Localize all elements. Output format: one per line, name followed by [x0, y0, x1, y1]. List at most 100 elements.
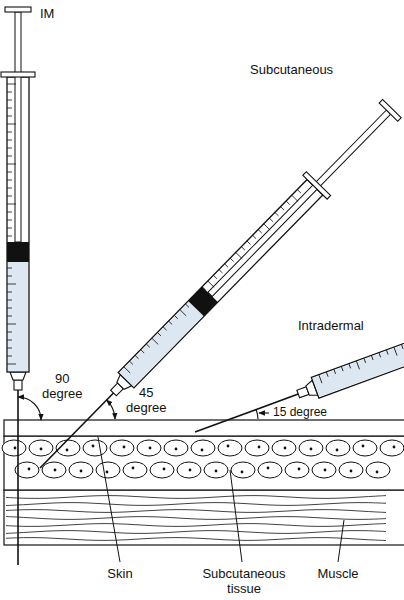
cell-nucleus: [241, 471, 244, 474]
muscle-fibre: [6, 517, 386, 520]
cell-nucleus: [227, 445, 230, 448]
label: 15 degree: [272, 406, 328, 419]
plunger-stopper: [7, 242, 29, 262]
cell-nucleus: [258, 446, 261, 449]
graduation-mark: [286, 201, 290, 204]
cell-nucleus: [298, 468, 301, 471]
cell-nucleus: [132, 467, 135, 470]
angle-arc: [18, 397, 41, 420]
label: Muscle: [317, 566, 358, 581]
graduation-mark: [7, 172, 12, 173]
graduation-mark: [135, 355, 139, 358]
graduation-mark: [208, 281, 214, 287]
label: Skin: [107, 566, 132, 581]
fat-cell: [204, 462, 228, 478]
fat-cell: [110, 440, 134, 456]
graduation-mark: [401, 344, 403, 349]
plunger-rod: [15, 12, 21, 242]
graduation-mark: [7, 308, 12, 309]
graduation-mark: [275, 212, 279, 215]
graduation-mark: [7, 188, 12, 189]
cell-nucleus: [40, 448, 43, 451]
cell-nucleus: [189, 469, 192, 472]
cell-nucleus: [324, 469, 327, 472]
fat-cell: [137, 440, 161, 456]
fat-cell: [245, 440, 269, 456]
fat-cell: [29, 440, 53, 456]
cell-nucleus: [310, 448, 313, 451]
fat-cell: [69, 462, 93, 478]
graduation-mark: [174, 315, 178, 318]
graduation-mark: [253, 235, 257, 238]
label: Subcutaneous tissue: [202, 566, 285, 596]
graduation-mark: [7, 364, 16, 365]
label: Subcutaneous: [250, 62, 333, 77]
muscle-fibre: [6, 510, 386, 513]
graduation-mark: [379, 353, 381, 358]
graduation-mark: [7, 100, 12, 101]
graduation-mark: [7, 148, 12, 149]
graduation-mark: [386, 350, 388, 355]
cell-nucleus: [123, 446, 126, 449]
graduation-mark: [185, 304, 189, 307]
fat-cell: [123, 462, 147, 478]
cell-nucleus: [28, 468, 31, 471]
cell-nucleus: [80, 470, 83, 473]
intradermal-syringe: [191, 302, 404, 443]
graduation-mark: [371, 355, 373, 360]
fat-cell: [164, 440, 188, 456]
graduation-mark: [236, 252, 242, 258]
graduation-mark: [7, 276, 12, 277]
graduation-mark: [157, 332, 161, 335]
fat-cell: [218, 440, 242, 456]
graduation-mark: [341, 366, 343, 371]
fat-cell: [339, 462, 363, 478]
angle-pointer: [259, 412, 269, 413]
muscle-fibre: [6, 531, 386, 534]
angle-arc: [107, 400, 115, 419]
graduation-mark: [7, 348, 12, 349]
cell-nucleus: [149, 447, 152, 450]
graduation-mark: [7, 292, 12, 293]
cell-nucleus: [350, 470, 353, 473]
graduation-mark: [349, 364, 351, 369]
needle: [40, 393, 113, 468]
graduation-mark: [7, 116, 12, 117]
plunger-rod: [208, 110, 391, 296]
barrel-flange: [303, 172, 331, 199]
barrel-flange: [1, 72, 35, 77]
graduation-mark: [213, 275, 217, 278]
cell-nucleus: [215, 470, 218, 473]
graduation-mark: [7, 284, 16, 285]
graduation-mark: [319, 375, 322, 383]
cell-nucleus: [66, 449, 69, 452]
graduation-mark: [129, 361, 133, 364]
label: 45 degree: [126, 385, 166, 415]
graduation-mark: [7, 300, 12, 301]
barrel: [311, 302, 404, 399]
graduation-mark: [124, 367, 130, 373]
leader-lines: [98, 437, 344, 562]
fat-cell: [2, 440, 26, 456]
cell-nucleus: [284, 447, 287, 450]
graduation-mark: [7, 164, 16, 165]
muscle-fibre: [6, 523, 386, 526]
graduation-mark: [169, 321, 173, 324]
plunger-thumb-rest: [5, 7, 31, 12]
muscle-fibre: [6, 538, 386, 541]
graduation-mark: [7, 124, 16, 125]
graduation-mark: [7, 196, 12, 197]
graduation-mark: [394, 347, 397, 355]
label: Intradermal: [298, 318, 364, 333]
label: 90 degree: [42, 371, 82, 401]
graduation-mark: [7, 332, 12, 333]
fat-cell: [353, 440, 377, 456]
graduation-mark: [334, 369, 336, 374]
graduation-mark: [7, 212, 12, 213]
graduation-mark: [141, 350, 145, 353]
graduation-mark: [219, 270, 223, 273]
muscle-fibre: [6, 503, 386, 506]
fat-cell: [380, 440, 404, 456]
medication: [313, 302, 404, 396]
graduation-mark: [7, 340, 12, 341]
